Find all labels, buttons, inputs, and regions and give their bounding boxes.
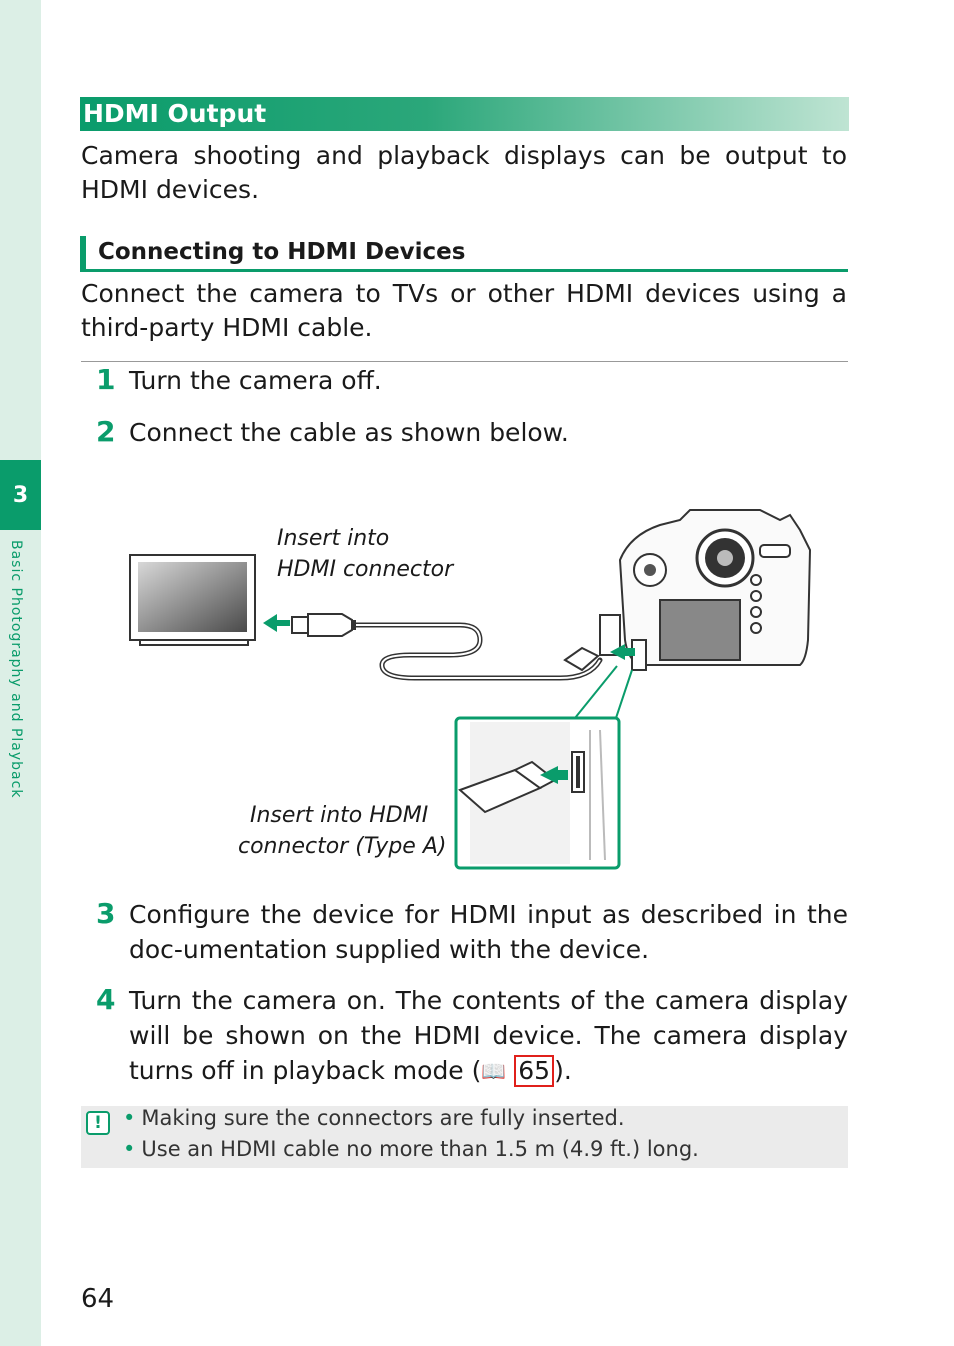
- book-icon: 📖: [481, 1059, 507, 1083]
- page-ref-link[interactable]: 65: [514, 1055, 555, 1087]
- connection-diagram: Insert into HDMI connector Insert into H…: [120, 490, 850, 880]
- subsection-text: Connect the camera to TVs or other HDMI …: [81, 279, 847, 342]
- caption-camera-line1: Insert into HDMI: [250, 803, 429, 828]
- step-text: Turn the camera on. The contents of the …: [129, 983, 848, 1089]
- note-text: Use an HDMI cable no more than 1.5 m (4.…: [141, 1137, 699, 1161]
- caption-tv-line2: HDMI connector: [277, 557, 454, 582]
- step-text: Turn the camera off.: [129, 366, 382, 395]
- section-title: HDMI Output: [80, 97, 849, 131]
- chapter-title: Basic Photography and Playback: [8, 540, 24, 799]
- chapter-number: 3: [12, 482, 29, 508]
- step-number: 3: [96, 897, 116, 930]
- note-item: •Use an HDMI cable no more than 1.5 m (4…: [123, 1137, 699, 1161]
- step-text-after: ).: [554, 1056, 572, 1085]
- chapter-tab: 3: [0, 460, 41, 530]
- section-intro: Camera shooting and playback displays ca…: [81, 141, 847, 204]
- step-text: Configure the device for HDMI input as d…: [129, 900, 848, 964]
- arrow-left-icon: [263, 614, 290, 632]
- camera-icon: [599, 509, 812, 671]
- subsection-title: Connecting to HDMI Devices: [80, 236, 848, 272]
- caution-icon: !: [86, 1111, 110, 1135]
- divider: [81, 361, 848, 362]
- step-text-before: Turn the camera on. The contents of the …: [129, 986, 848, 1085]
- note-item: •Making sure the connectors are fully in…: [123, 1106, 625, 1130]
- note-box: ! •Making sure the connectors are fully …: [81, 1106, 848, 1168]
- connector-inset: [454, 716, 621, 870]
- caption-tv-line1: Insert into: [277, 526, 390, 551]
- step-number: 1: [96, 363, 116, 396]
- side-strip: [0, 0, 41, 1346]
- step-number: 4: [96, 983, 116, 1016]
- note-text: Making sure the connectors are fully ins…: [141, 1106, 625, 1130]
- page-number: 64: [81, 1284, 115, 1314]
- hdmi-plug-icon: [291, 613, 356, 637]
- arrow-right-icon: [610, 644, 635, 660]
- tv-icon: [129, 554, 256, 646]
- caption-camera-line2: connector (Type A): [238, 834, 447, 859]
- step-number: 2: [96, 415, 116, 448]
- step-text: Connect the cable as shown below.: [129, 418, 569, 447]
- diagram-illustration: [129, 509, 812, 870]
